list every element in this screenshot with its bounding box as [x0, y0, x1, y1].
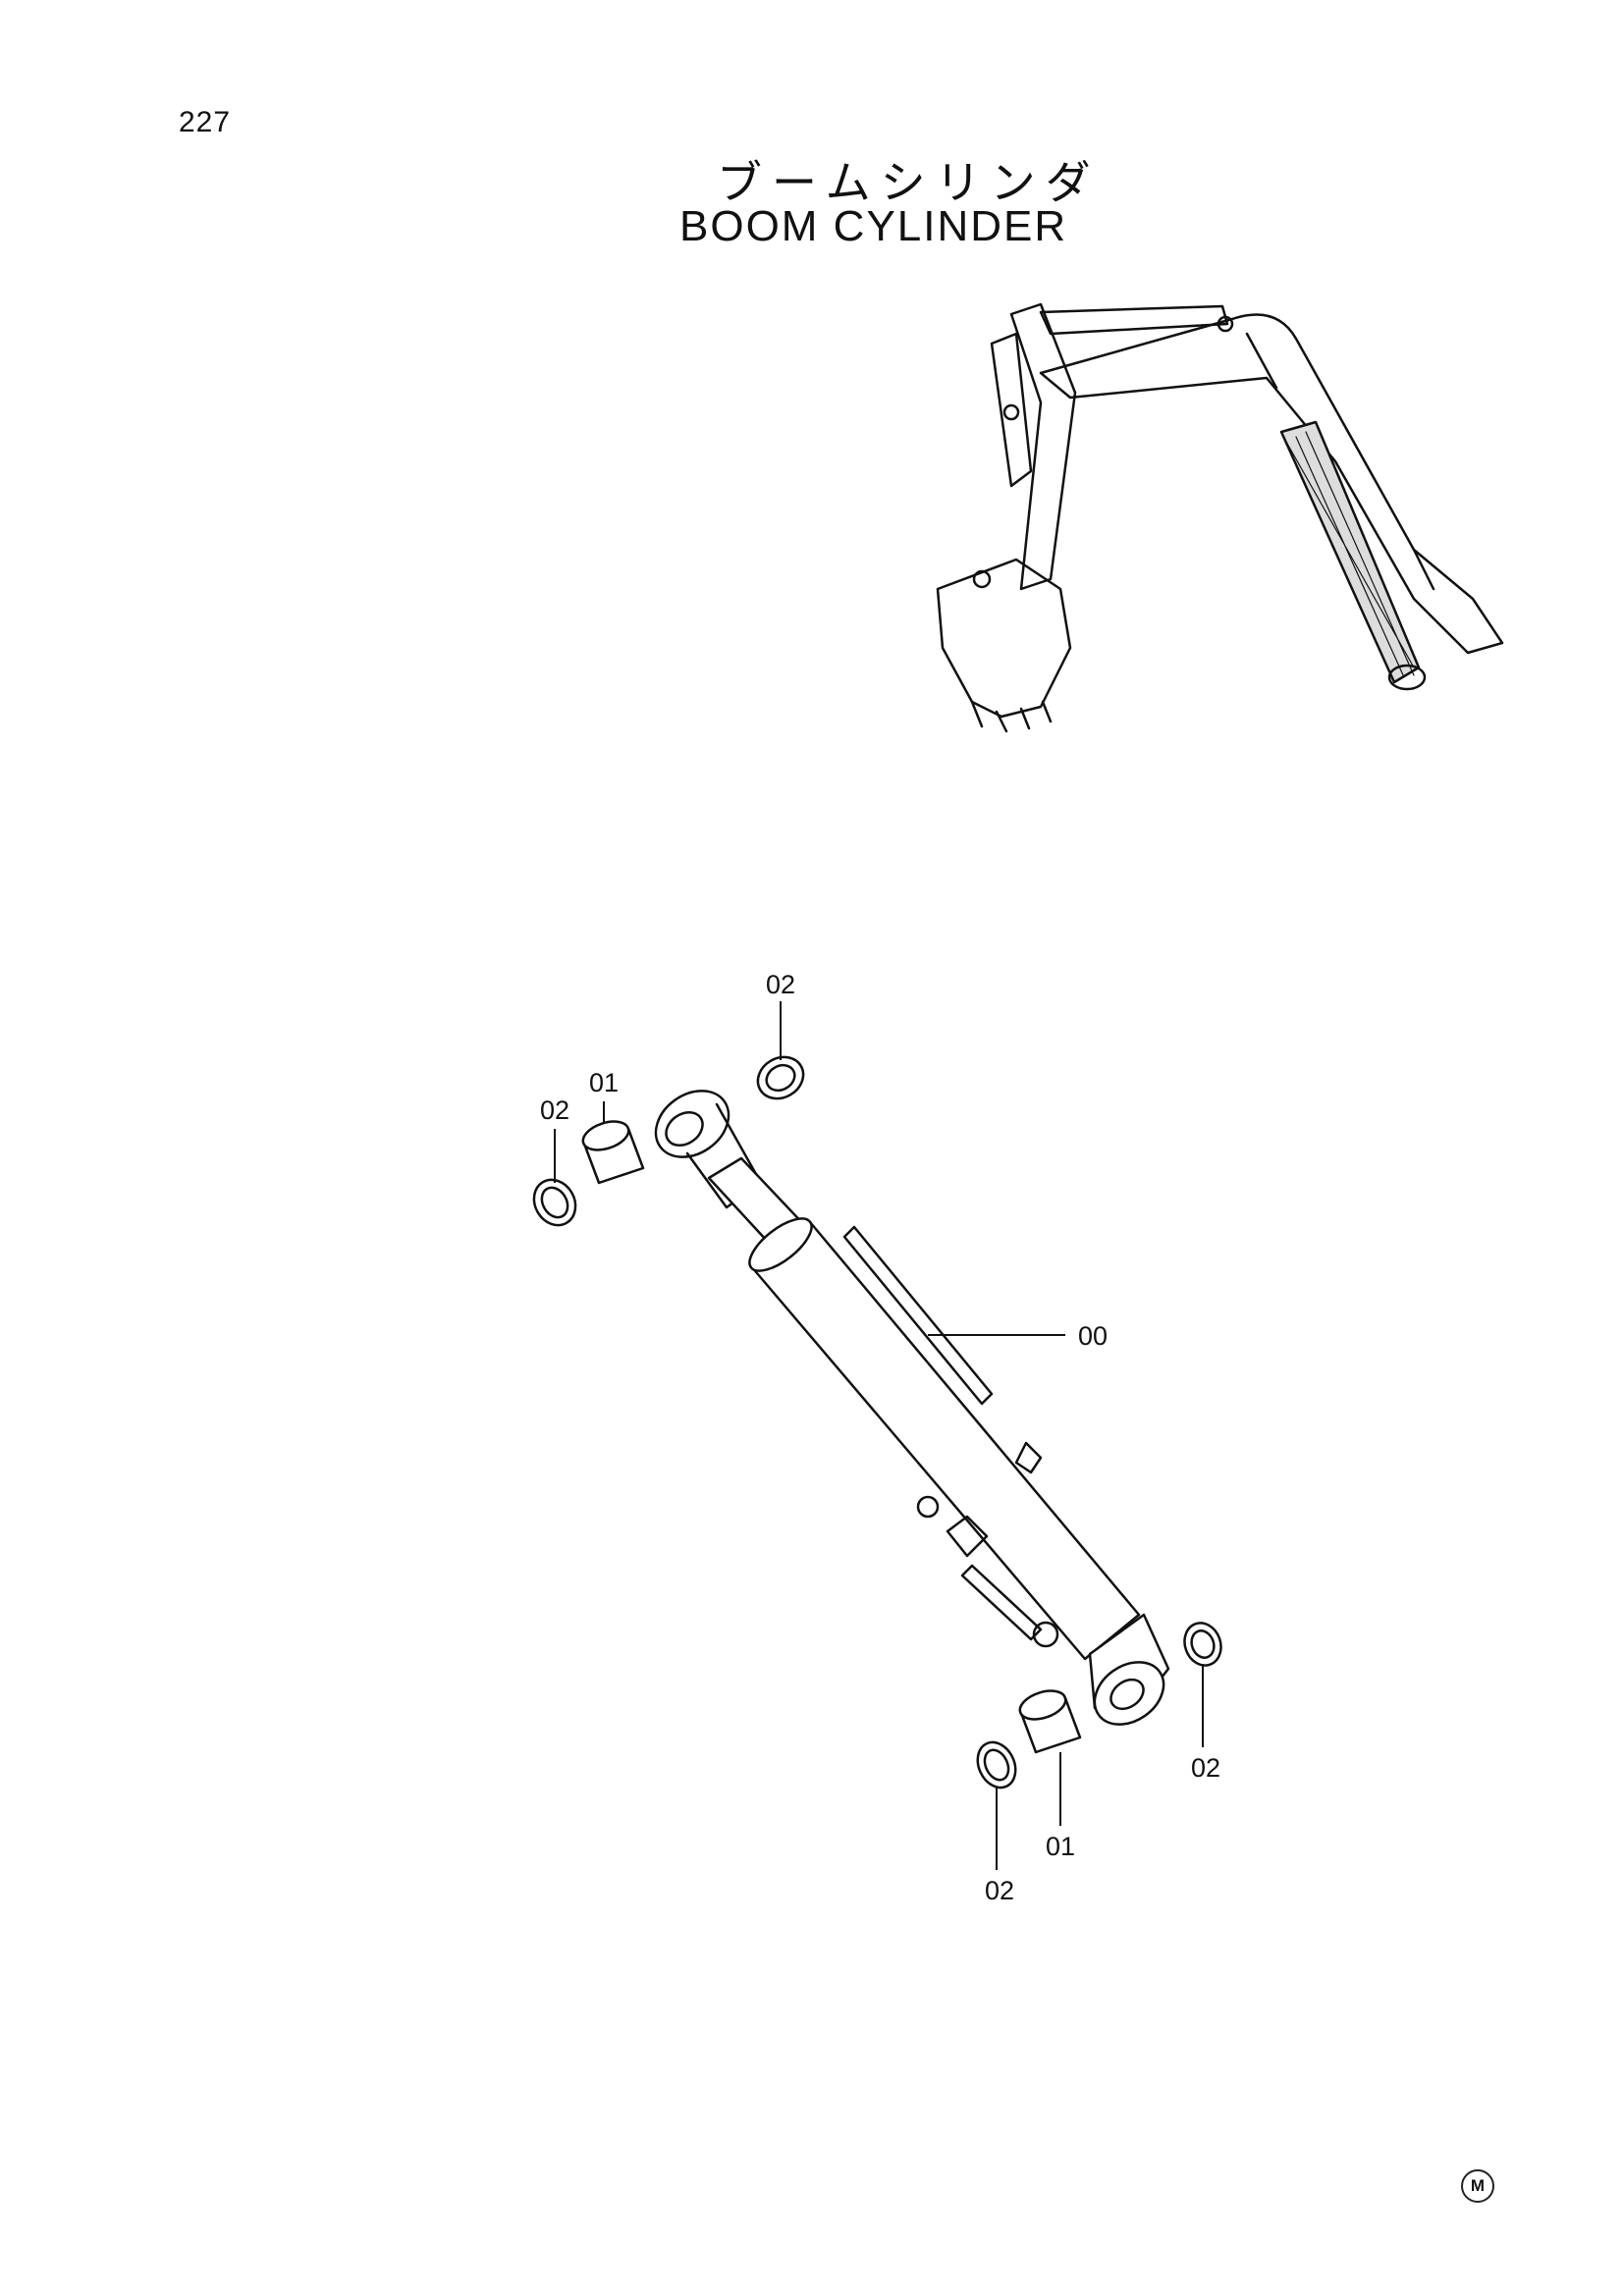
title-japanese: ブームシリンダ — [717, 156, 1101, 209]
bottom-cylinder-eye — [1088, 1613, 1170, 1726]
callout-02-right: 02 — [1191, 1753, 1220, 1783]
bushing-bottom — [1018, 1689, 1082, 1754]
manufacturer-mark: M — [1461, 2169, 1494, 2203]
callout-02-left: 02 — [540, 1095, 569, 1125]
cylinder-tube — [749, 1220, 1141, 1661]
callout-01-bottom: 01 — [1046, 1832, 1075, 1861]
seal-right — [1183, 1622, 1222, 1667]
arm-cylinder — [1039, 304, 1229, 336]
callout-01-top: 01 — [589, 1068, 619, 1097]
page-number: 227 — [179, 106, 232, 138]
valve-fitting — [946, 1515, 1043, 1641]
callout-02-top: 02 — [766, 970, 795, 999]
seal-left — [532, 1178, 577, 1227]
bushing-top — [581, 1120, 645, 1185]
top-rod-eye — [654, 1090, 763, 1209]
seal-bottom — [976, 1740, 1017, 1789]
page-title: BOOM CYLINDER — [679, 202, 1068, 250]
callout-00: 00 — [1078, 1321, 1108, 1351]
seal-top — [756, 1055, 805, 1100]
boom-cylinder-highlight — [1279, 420, 1427, 691]
hydraulic-pipe — [842, 1225, 994, 1406]
excavator-attachment-illustration — [936, 302, 1504, 733]
leader-lines — [554, 1001, 1204, 1870]
boom — [1039, 313, 1504, 655]
arm — [1009, 302, 1077, 591]
callout-02-bottom: 02 — [985, 1876, 1014, 1905]
boom-cylinder-assembly — [532, 1055, 1222, 1789]
bucket — [936, 558, 1072, 719]
